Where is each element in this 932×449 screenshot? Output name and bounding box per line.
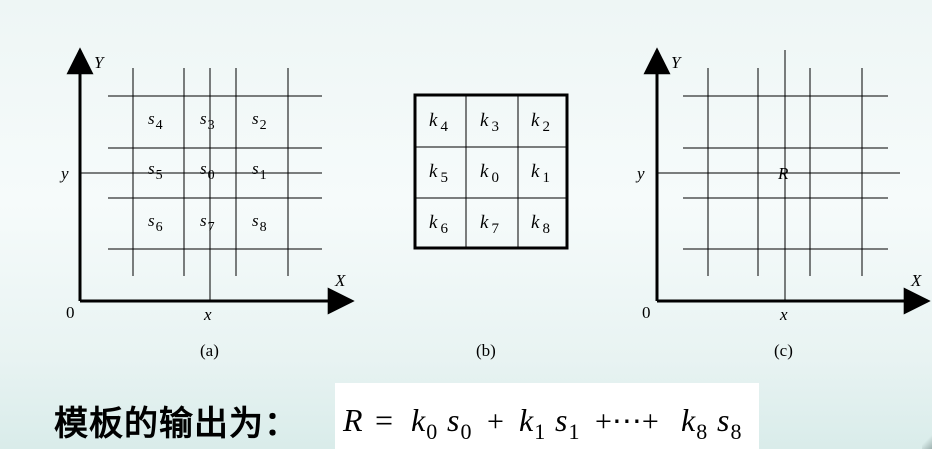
panel-b-caption: (b) [476,341,496,360]
panel-c-axis-x-label: X [910,271,922,290]
template-grid-frame [413,93,569,250]
panel-a-cell-s7: s7 [200,211,215,235]
page-corner-shadow [922,435,932,449]
panel-a-cell-s1: s1 [252,159,267,183]
panel-c-caption: (c) [774,341,793,360]
panel-a-tick-x: x [203,305,212,324]
panel-c-tick-y: y [635,164,645,183]
panel-a-cells: s4 s3 s2 s5 s0 s1 s6 s7 s8 [148,109,267,235]
template-grid-lines [415,95,567,248]
formula-term-k0: k0 [411,402,437,444]
panel-a-cell-s3: s3 [200,109,215,133]
panel-a-tick-y: y [59,164,69,183]
formula-term-s8: s8 [717,402,741,444]
panel-a-grid [80,68,322,301]
panel-a-origin: 0 [66,303,75,322]
formula-equals: = [375,402,393,438]
formula-term-k1: k1 [519,402,545,444]
panel-a-caption: (a) [200,341,219,360]
panel-c-origin: 0 [642,303,651,322]
formula-term-s0: s0 [447,402,471,444]
panel-a-cell-s2: s2 [252,109,267,133]
panel-a-cell-s0: s0 [200,159,215,183]
panel-a-cell-s8: s8 [252,211,267,235]
panel-c: Y X y x 0 R (c) [635,47,931,360]
panel-a-cell-s5: s5 [148,159,163,183]
formula-lhs: R [342,402,363,438]
panel-a-axis-x-label: X [334,271,346,290]
formula-operator: +⋯+ [595,405,659,438]
formula-term-k8: k8 [681,402,707,444]
formula-operator: + [487,405,504,438]
panel-c-grid [657,50,900,301]
panel-a-cell-s6: s6 [148,211,163,235]
panel-c-axis-y-label: Y [671,53,682,72]
panel-a-cell-s4: s4 [148,109,163,133]
panel-a: Y X y x 0 (a) s4 s3 s2 s5 s0 s1 s6 s7 s8 [59,47,355,360]
panel-c-tick-x: x [779,305,788,324]
formula-label: 模板的输出为： [54,404,299,444]
panel-a-axis-y-label: Y [94,53,105,72]
formula-term-s1: s1 [555,402,579,444]
panel-c-center-label: R [777,164,789,183]
